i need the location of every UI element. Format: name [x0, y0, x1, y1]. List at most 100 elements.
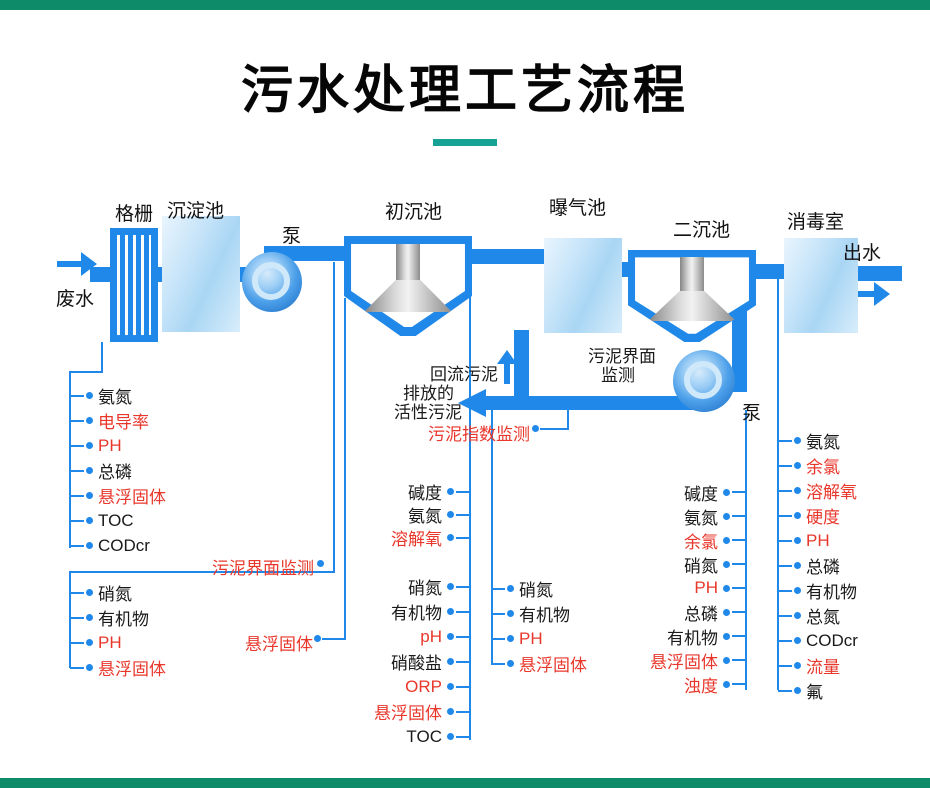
param-label: 硝氮	[519, 581, 553, 600]
bullet-dot	[723, 632, 730, 640]
param-item: 有机物	[644, 624, 746, 648]
bullet-dot	[507, 635, 514, 642]
label-suspended-solids-primary: 悬浮固体	[245, 635, 313, 654]
return-up-arrow-icon	[497, 350, 517, 364]
param-item: 氨氮	[70, 383, 200, 408]
bullet-dot	[794, 687, 801, 694]
connector-stub	[456, 536, 470, 539]
param-label: 悬浮固体	[374, 704, 442, 723]
param-item: 有机物	[363, 599, 470, 624]
connector-stub	[491, 612, 505, 615]
connector-stub	[70, 591, 84, 594]
connector-line-suspended-stub	[322, 638, 346, 640]
bullet-dot	[86, 467, 93, 474]
bullet-dot	[794, 637, 801, 644]
bullet-dot	[723, 560, 730, 568]
outflow-arrow-line	[848, 291, 874, 297]
inflow-arrow-icon	[81, 252, 97, 276]
page-title: 污水处理工艺流程	[240, 62, 689, 120]
param-item: 有机物	[491, 601, 611, 626]
connector-line-left1-vertical	[69, 372, 71, 548]
label-sludge-interface-right-1: 污泥界面	[588, 347, 656, 366]
param-label: 余氯	[684, 532, 718, 552]
param-label: TOC	[406, 726, 442, 746]
connector-line-left1-top	[69, 371, 103, 373]
connector-stub	[732, 515, 746, 517]
bullet-dot	[447, 683, 454, 690]
label-pump2: 泵	[742, 403, 762, 424]
param-label: 悬浮固体	[650, 652, 718, 672]
bullet-dot	[86, 542, 93, 549]
bullet-dot	[86, 639, 93, 646]
bullet-dot	[447, 733, 454, 740]
param-item: 碱度	[363, 480, 470, 503]
bullet-dot	[447, 708, 454, 715]
bullet-dot	[447, 608, 454, 615]
label-inflow: 废水	[56, 289, 95, 310]
bullet-dot	[723, 512, 730, 520]
connector-stub	[778, 689, 792, 692]
bullet-dot	[86, 442, 93, 449]
connector-stub	[456, 685, 470, 688]
param-label: PH	[98, 632, 122, 652]
connector-line-left2-top	[69, 571, 335, 573]
param-item: PH	[491, 626, 611, 651]
connector-stub	[70, 616, 84, 619]
param-item: PH	[70, 433, 200, 458]
connector-stub	[456, 660, 470, 663]
param-label: 总氮	[806, 608, 840, 627]
label-grid: 格栅	[114, 204, 153, 225]
bullet-dot	[86, 492, 93, 499]
param-label: PH	[519, 628, 543, 648]
connector-stub	[778, 514, 792, 517]
connector-stub	[732, 635, 746, 637]
param-label: 氨氮	[806, 433, 840, 452]
bullet-dot	[447, 633, 454, 640]
connector-stub	[491, 637, 505, 640]
connector-stub	[70, 469, 84, 472]
param-label: 碱度	[408, 484, 442, 503]
param-label: 硝氮	[408, 579, 442, 598]
connector-stub	[70, 666, 84, 669]
connector-stub	[778, 539, 792, 542]
bullet-dot	[86, 517, 93, 524]
connector-stub	[778, 639, 792, 642]
param-item: 氨氮	[363, 503, 470, 526]
param-label: 氟	[806, 683, 823, 702]
param-item: 悬浮固体	[70, 655, 200, 680]
param-item: 总磷	[644, 600, 746, 624]
connector-stub	[456, 513, 470, 516]
label-outflow: 出水	[843, 243, 882, 264]
pipe-return-horizontal	[486, 396, 694, 410]
connector-stub	[778, 614, 792, 617]
param-label: 有机物	[391, 604, 442, 623]
pipe-outflow	[852, 266, 902, 281]
connector-stub	[491, 587, 505, 590]
param-item: 氟	[778, 678, 898, 703]
connector-stub	[456, 585, 470, 588]
param-item: 有机物	[778, 578, 898, 603]
param-item: TOC	[70, 508, 200, 533]
connector-stub	[778, 589, 792, 592]
label-sludge-interface-right-2: 监测	[601, 366, 635, 385]
connector-stub	[778, 464, 792, 467]
bullet-dot	[794, 562, 801, 569]
bottom-accent-bar	[0, 778, 930, 788]
inflow-arrow-line	[57, 261, 81, 267]
label-pump1: 泵	[282, 226, 302, 247]
bar-screen	[110, 228, 158, 342]
bullet-dot	[447, 534, 454, 541]
param-label: 悬浮固体	[98, 488, 166, 507]
param-item: pH	[363, 624, 470, 649]
param-label: 硬度	[806, 508, 840, 527]
pump-impeller-icon	[684, 361, 722, 399]
clarifier-column	[680, 257, 704, 292]
param-label: 溶解氧	[806, 483, 857, 502]
connector-stub	[732, 683, 746, 685]
param-item: 溶解氧	[778, 478, 898, 503]
